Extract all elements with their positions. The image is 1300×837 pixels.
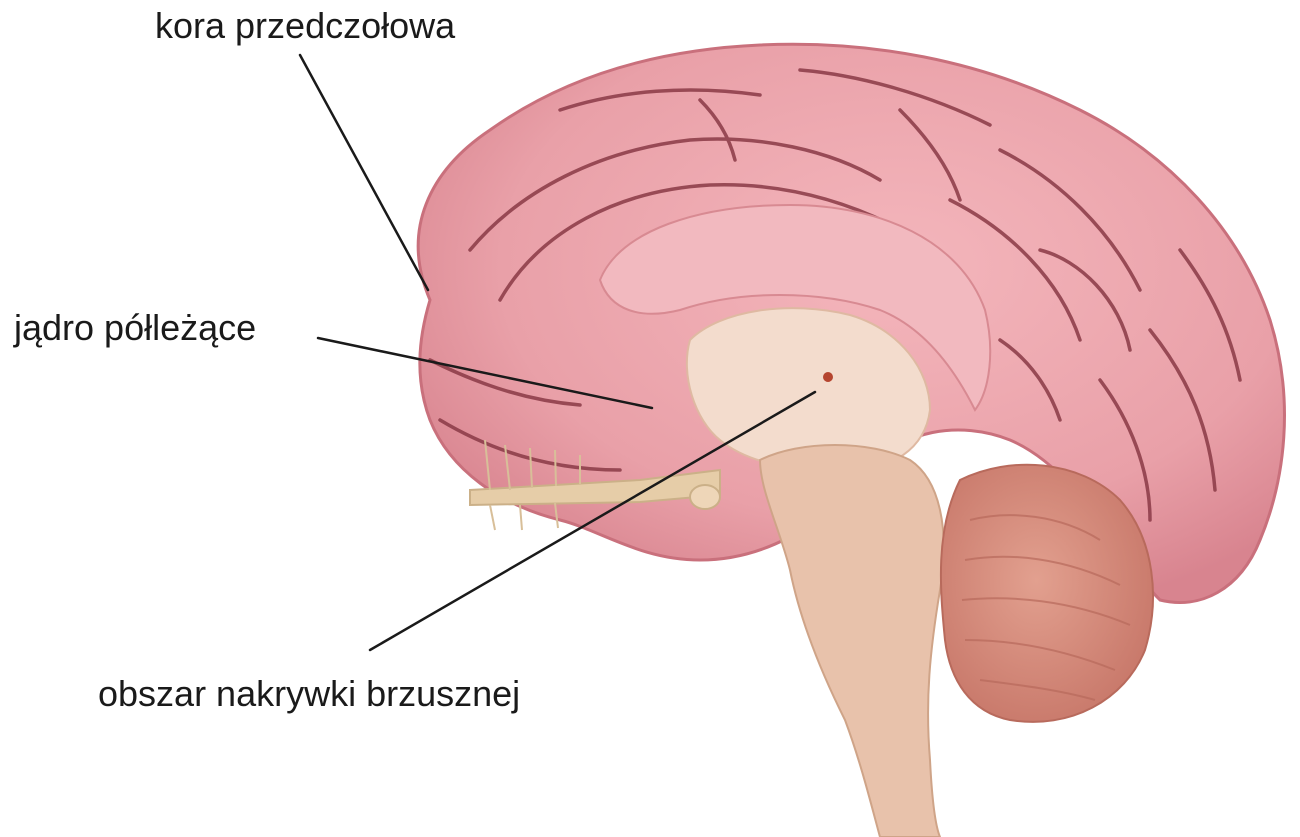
label-ventral-tegmental-area: obszar nakrywki brzusznej bbox=[98, 676, 520, 712]
leader-line-prefrontal bbox=[300, 55, 428, 290]
brainstem bbox=[760, 445, 944, 837]
cerebellum bbox=[941, 465, 1153, 722]
label-prefrontal-cortex: kora przedczołowa bbox=[155, 8, 455, 44]
label-nucleus-accumbens: jądro półleżące bbox=[14, 310, 256, 346]
vta-point-marker bbox=[823, 372, 833, 382]
